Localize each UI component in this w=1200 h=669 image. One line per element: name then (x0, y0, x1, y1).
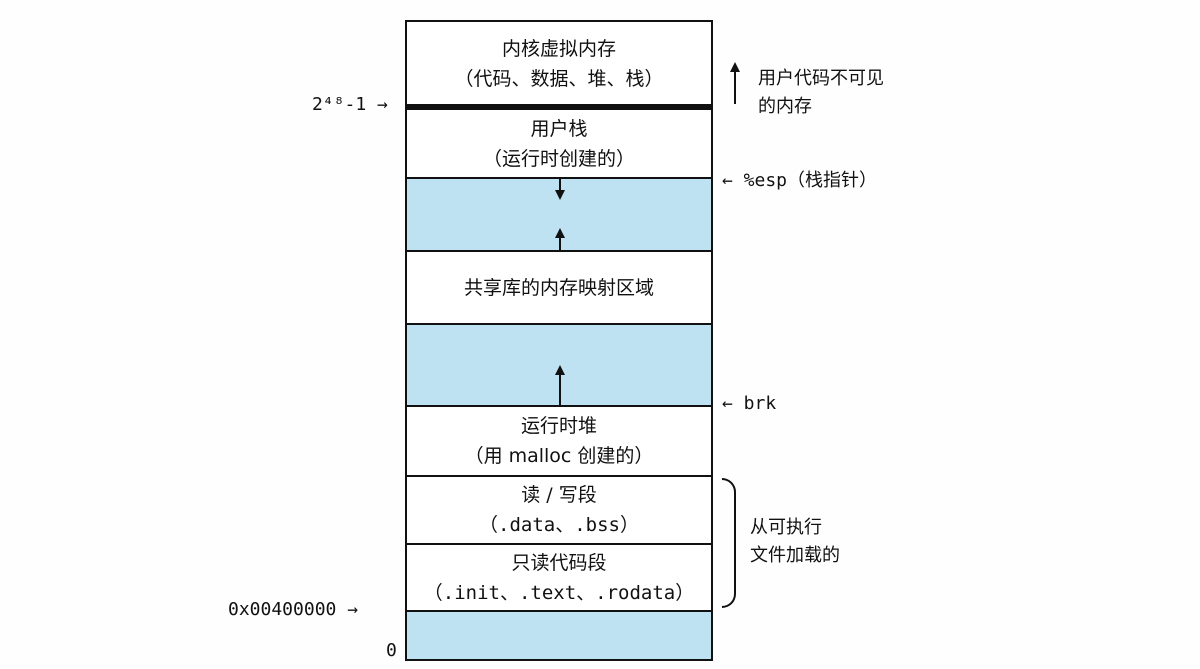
loaded-from-executable-note: 从可执行 文件加载的 (750, 514, 840, 570)
invisible-note-line2: 的内存 (758, 96, 812, 117)
stack-grow-line (559, 179, 561, 193)
zero-address-label: 0 (386, 640, 397, 661)
user-stack-segment: 用户栈 （运行时创建的） (405, 110, 713, 179)
user-stack-title: 用户栈 (530, 117, 588, 140)
arrow-up-icon (730, 62, 740, 72)
runtime-heap-segment: 运行时堆 （用 malloc 创建的） (405, 405, 713, 477)
mmap-grow-line (559, 236, 561, 250)
kernel-title: 内核虚拟内存 (501, 38, 616, 60)
arrow-up-icon (555, 228, 565, 238)
top-address-label: 2⁴⁸-1 → (312, 94, 388, 115)
arrow-up-icon (555, 365, 565, 375)
esp-label: ← %esp（栈指针） (722, 170, 878, 191)
kernel-virtual-memory-segment: 内核虚拟内存 （代码、数据、堆、栈） (405, 20, 713, 108)
shared-libraries-title: 共享库的内存映射区域 (463, 276, 654, 299)
loaded-note-line2: 文件加载的 (750, 545, 840, 566)
heap-grow-line (559, 373, 561, 405)
loaded-note-line1: 从可执行 (750, 517, 822, 538)
invisible-memory-note: 用户代码不可见 的内存 (758, 65, 884, 121)
arrow-down-icon (555, 190, 565, 200)
ro-title: 只读代码段 (511, 551, 607, 574)
invisible-arrow-line (734, 70, 736, 104)
heap-subtitle: （用 malloc 创建的） (464, 445, 654, 467)
rw-subtitle: （.data、.bss） (479, 514, 639, 536)
rw-title: 读 / 写段 (521, 484, 597, 506)
shared-libraries-segment: 共享库的内存映射区域 (405, 250, 713, 325)
invisible-note-line1: 用户代码不可见 (758, 68, 884, 89)
brk-label: ← brk (722, 393, 777, 414)
read-write-segment: 读 / 写段 （.data、.bss） (405, 475, 713, 545)
kernel-boundary-line (405, 104, 713, 111)
unused-low-region (405, 610, 713, 661)
start-address-label: 0x00400000 → (228, 599, 359, 620)
ro-subtitle: （.init、.text、.rodata） (423, 581, 695, 604)
heap-title: 运行时堆 (520, 415, 597, 437)
kernel-subtitle: （代码、数据、堆、栈） (454, 68, 664, 90)
user-stack-subtitle: （运行时创建的） (482, 147, 635, 170)
brace-icon (722, 478, 736, 608)
read-only-code-segment: 只读代码段 （.init、.text、.rodata） (405, 543, 713, 612)
